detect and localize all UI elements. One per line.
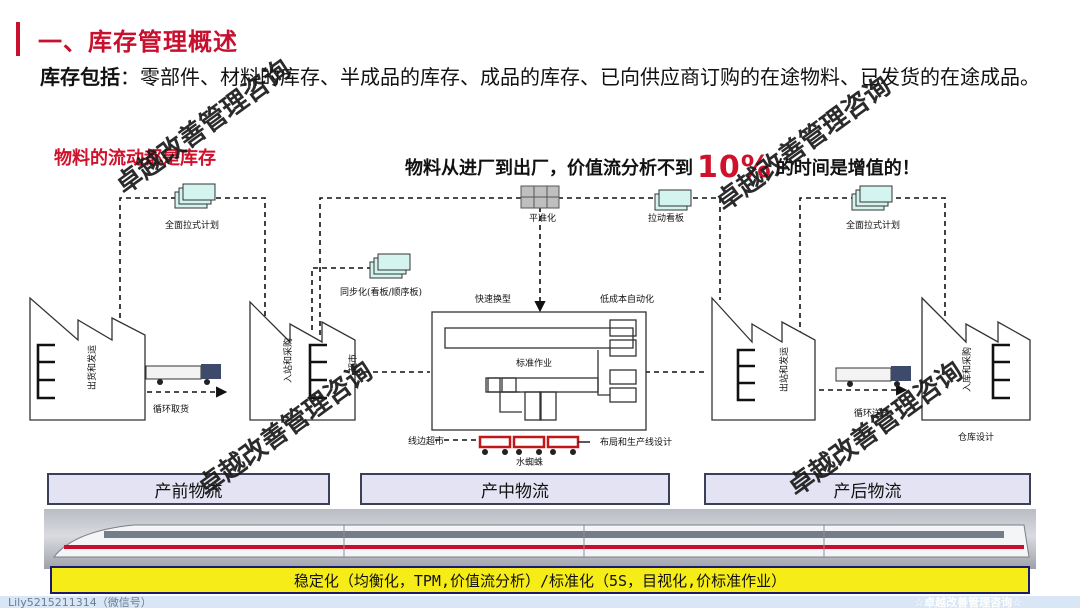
heijunka-box-icon [520, 185, 560, 209]
storage-shelf-icons [36, 343, 1010, 402]
label-supermarket: 超市 [347, 354, 359, 372]
kanban-card-icons [174, 183, 893, 279]
label-ship-right: 出站和发运 [778, 347, 790, 392]
water-spider-cart [478, 435, 590, 455]
headline-pre: 物料从进厂到出厂，价值流分析不到 [405, 158, 693, 179]
label-pull-kanban: 拉动看板 [648, 212, 684, 224]
label-receive-left: 入站和采购 [282, 338, 294, 383]
truck-icon-right [835, 366, 911, 387]
label-low-cost-automation: 低成本自动化 [600, 293, 654, 305]
truck-icon-left [145, 364, 221, 385]
red-note: 物料的流动都是库存 [54, 148, 216, 169]
stage-pre-production: 产前物流 [47, 473, 330, 505]
footer-wechat-id: Lily5215211314（微信号） [8, 596, 152, 609]
train-image [44, 509, 1036, 569]
intro-paragraph: 库存包括：零部件、材料的库存、半成品的库存、成品的库存、已向供应商订购的在途物料… [40, 64, 1040, 91]
label-pull-plan-left: 全面拉式计划 [165, 219, 219, 231]
label-quick-change: 快速换型 [475, 293, 511, 305]
foundation-bar: 稳定化（均衡化，TPM,价值流分析）/标准化（5S，目视化,价标准作业） [50, 566, 1030, 594]
train-icon [52, 524, 1030, 558]
intro-label: 库存包括 [40, 65, 120, 89]
label-standard-work: 标准作业 [516, 357, 552, 369]
label-water-spider: 水蜘蛛 [516, 456, 543, 468]
label-line-supermarket: 线边超市 [408, 435, 444, 447]
footer-brand: ☆卓越改善管理咨询☆ [914, 596, 1022, 609]
production-plant [431, 311, 647, 431]
footer-bar [0, 596, 1080, 608]
headline-post: 的时间是增值的！ [775, 158, 920, 179]
intro-text: ：零部件、材料的库存、半成品的库存、成品的库存、已向供应商订购的在途物料、已发货… [120, 65, 1040, 89]
label-leveling: 平准化 [529, 212, 556, 224]
label-receive-right: 入库和采购 [961, 347, 973, 392]
label-milk-run-left: 循环取货 [153, 403, 189, 415]
page-title: 一、库存管理概述 [38, 28, 238, 56]
title-accent-bar [16, 22, 20, 56]
stage-post-production: 产后物流 [704, 473, 1031, 505]
label-milk-run-right: 循环送货 [854, 407, 890, 419]
stage-in-production: 产中物流 [360, 473, 670, 505]
label-pull-plan-right: 全面拉式计划 [846, 219, 900, 231]
label-ship-left: 出货和发运 [86, 345, 98, 390]
label-layout-design: 布局和生产线设计 [600, 436, 672, 448]
headline-percent: 10% [697, 150, 772, 185]
label-sync: 同步化(看板/顺序板) [340, 286, 422, 298]
label-warehouse-design: 仓库设计 [958, 431, 994, 443]
